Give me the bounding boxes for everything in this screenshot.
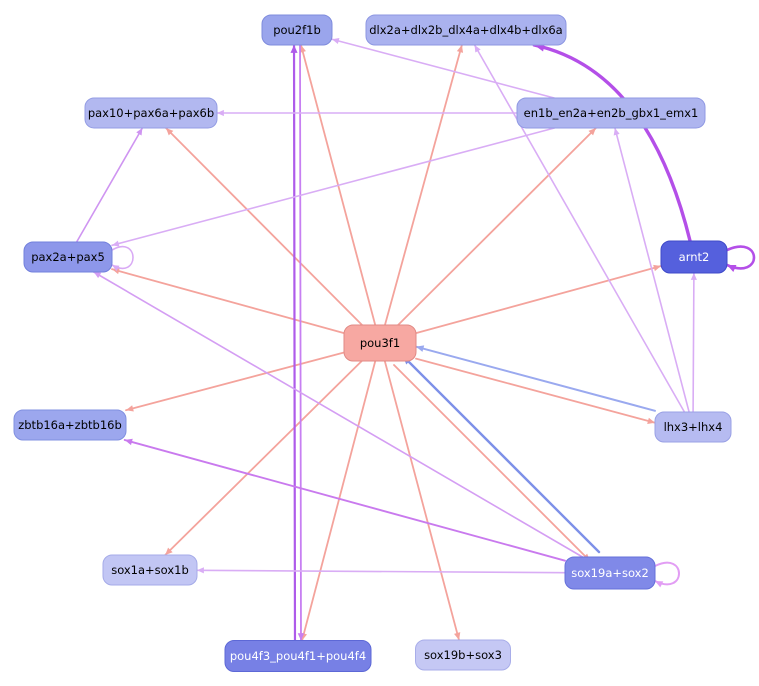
graph-node-box-pax2a[interactable] <box>23 241 113 273</box>
graph-edge-en1b-to-pax2a-arrowhead <box>112 240 120 247</box>
graph-edge-pou3f1-to-pax2a <box>111 268 345 334</box>
node-layer: pou2f1b dlx2a+dlx2b_dlx4a+dlx4b+dlx6a pax1… <box>13 14 732 672</box>
graph-node-box-pax10[interactable] <box>84 97 218 129</box>
graph-edge-pou2f1b-to-pou4f3 <box>299 44 302 642</box>
graph-edge-pou3f1-to-dlx2a-arrowhead <box>456 45 464 53</box>
graph-node-pou4f3[interactable]: pou4f3_pou4f1+pou4f4 <box>224 640 372 672</box>
graph-node-label-pou4f3: pou4f3_pou4f1+pou4f4 <box>230 649 366 663</box>
graph-edge-sox19a-to-zbtb16a-arrowhead <box>124 438 133 446</box>
graph-node-label-pax10: pax10+pax6a+pax6b <box>88 106 214 120</box>
graph-node-box-pou3f1[interactable] <box>343 324 417 362</box>
graph-edge-sox19a-to-pax2a-arrowhead <box>93 272 102 279</box>
graph-edge-pou3f1-to-arnt2-arrowhead <box>653 264 661 272</box>
graph-edge-lhx3-to-pou3f1 <box>415 345 656 412</box>
graph-edge-en1b-to-pax10-arrowhead <box>217 109 224 117</box>
graph-edge-pax2a-self-loop-arrowhead <box>112 265 120 272</box>
graph-node-box-en1b[interactable] <box>516 97 706 129</box>
graph-edge-lhx3-to-en1b <box>614 127 690 413</box>
graph-edge-pou4f3-to-pou2f1b-arrowhead <box>290 45 298 53</box>
graph-edge-pou3f1-to-pou2f1b-arrowhead <box>299 45 306 53</box>
graph-node-sox19b[interactable]: sox19b+sox3 <box>415 639 511 671</box>
graph-node-box-sox19a[interactable] <box>564 556 656 590</box>
graph-edge-pou2f1b-to-pou4f3-arrowhead <box>297 633 305 641</box>
graph-edge-pou3f1-to-sox19b-arrowhead <box>454 632 461 640</box>
graph-edge-arnt2-to-dlx2a <box>532 43 692 243</box>
graph-edge-pou3f1-to-en1b <box>397 127 597 326</box>
graph-edge-sox19a-to-pou3f1 <box>401 354 601 554</box>
graph-node-label-zbtb16a: zbtb16a+zbtb16b <box>18 418 122 432</box>
graph-node-lhx3[interactable]: lhx3+lhx4 <box>654 411 732 443</box>
graph-edge-lhx3-to-en1b-arrowhead <box>613 128 620 136</box>
graph-node-en1b[interactable]: en1b_en2a+en2b_gbx1_emx1 <box>516 97 706 129</box>
graph-node-label-arnt2: arnt2 <box>679 250 710 264</box>
graph-edge-pou3f1-to-en1b-arrowhead <box>588 128 596 136</box>
graph-node-pax10[interactable]: pax10+pax6a+pax6b <box>84 97 218 129</box>
graph-edge-pax2a-to-pax10 <box>75 127 144 243</box>
graph-edge-arnt2-self-loop <box>725 245 756 270</box>
graph-edge-lhx3-to-arnt2 <box>692 272 695 413</box>
graph-node-pax2a[interactable]: pax2a+pax5 <box>23 241 113 273</box>
graph-edge-pou3f1-to-zbtb16a <box>125 351 345 412</box>
graph-node-label-pou2f1b: pou2f1b <box>273 23 321 37</box>
graph-node-label-pax2a: pax2a+pax5 <box>31 250 105 264</box>
graph-edge-en1b-to-pax2a <box>111 127 556 247</box>
graph-edge-arnt2-self-loop-arrowhead <box>727 264 737 273</box>
graph-node-label-sox1a: sox1a+sox1b <box>111 563 189 577</box>
graph-node-box-zbtb16a[interactable] <box>13 409 127 441</box>
graph-node-sox1a[interactable]: sox1a+sox1b <box>102 554 198 586</box>
graph-node-label-pou3f1: pou3f1 <box>360 336 400 350</box>
graph-edge-pou3f1-to-zbtb16a-arrowhead <box>126 405 134 412</box>
graph-node-box-dlx2a[interactable] <box>365 14 567 46</box>
graph-edge-pou3f1-to-sox19b <box>383 360 460 641</box>
graph-edge-pou4f3-to-pou2f1b <box>292 43 297 642</box>
graph-edge-pou3f1-to-pou4f3 <box>301 360 377 642</box>
graph-edge-pou3f1-to-lhx3-arrowhead <box>647 417 655 425</box>
graph-edge-sox19a-to-sox1a-arrowhead <box>197 567 204 574</box>
graph-edge-pax2a-self-loop <box>111 245 134 270</box>
graph-edge-sox19a-to-pax2a <box>92 271 584 558</box>
graph-edge-sox19a-to-sox1a <box>196 569 566 574</box>
graph-edge-pou3f1-to-arnt2 <box>415 265 662 335</box>
graph-edge-pou3f1-to-pax10 <box>165 127 363 326</box>
graph-edge-pou3f1-to-pax2a-arrowhead <box>112 267 120 275</box>
graph-node-pou3f1[interactable]: pou3f1 <box>343 324 417 362</box>
graph-edge-sox19a-self-loop-arrowhead <box>655 581 664 588</box>
graph-edge-sox19a-self-loop <box>654 561 680 586</box>
graph-node-box-pou4f3[interactable] <box>224 640 372 672</box>
graph-edge-lhx3-to-dlx2a <box>473 44 686 413</box>
graph-node-label-en1b: en1b_en2a+en2b_gbx1_emx1 <box>524 106 699 120</box>
graph-edge-sox19a-to-zbtb16a <box>123 439 566 562</box>
graph-edge-pou3f1-to-sox1a-arrowhead <box>165 547 173 555</box>
graph-edge-pou3f1-to-pax10-arrowhead <box>165 128 174 136</box>
graph-edge-lhx3-to-pou3f1-arrowhead <box>416 345 425 352</box>
graph-edge-lhx3-to-arnt2-arrowhead <box>690 273 697 280</box>
graph-node-arnt2[interactable]: arnt2 <box>660 240 728 274</box>
graph-node-label-lhx3: lhx3+lhx4 <box>664 420 723 434</box>
graph-node-label-sox19a: sox19a+sox2 <box>571 566 649 580</box>
graph-edge-en1b-to-pou2f1b-arrowhead <box>332 38 340 44</box>
graph-edge-pou3f1-to-lhx3 <box>415 357 656 424</box>
graph-node-box-lhx3[interactable] <box>654 411 732 443</box>
graph-edge-pou3f1-to-sox1a <box>164 360 363 556</box>
graph-node-dlx2a[interactable]: dlx2a+dlx2b_dlx4a+dlx4b+dlx6a <box>365 14 567 46</box>
graph-node-box-arnt2[interactable] <box>660 240 728 274</box>
graph-edge-pax2a-to-pax10-arrowhead <box>136 128 143 136</box>
graph-node-pou2f1b[interactable]: pou2f1b <box>261 14 333 46</box>
graph-node-box-sox19b[interactable] <box>415 639 511 671</box>
graph-edge-en1b-to-pou2f1b <box>331 38 556 99</box>
graph-edge-lhx3-to-dlx2a-arrowhead <box>474 45 481 53</box>
graph-node-box-pou2f1b[interactable] <box>261 14 333 46</box>
graph-node-sox19a[interactable]: sox19a+sox2 <box>564 556 656 590</box>
graph-node-zbtb16a[interactable]: zbtb16a+zbtb16b <box>13 409 127 441</box>
graph-edge-pou3f1-to-dlx2a <box>384 44 463 326</box>
graph-node-box-sox1a[interactable] <box>102 554 198 586</box>
graph-edge-pou3f1-to-sox19a <box>393 364 591 562</box>
graph-node-label-sox19b: sox19b+sox3 <box>424 648 502 662</box>
graph-node-label-dlx2a: dlx2a+dlx2b_dlx4a+dlx4b+dlx6a <box>369 23 562 37</box>
